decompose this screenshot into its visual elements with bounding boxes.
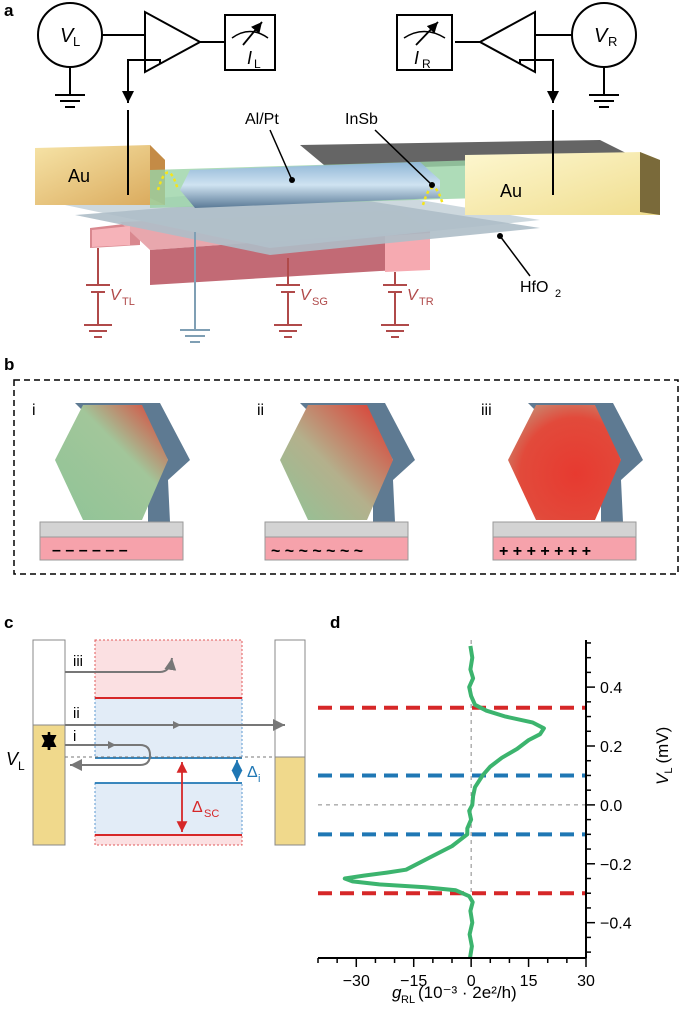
left-au-contact: Au [35, 145, 165, 205]
x-tick-label: 0 [467, 973, 476, 990]
x-axis-label: g RL (10⁻³ · 2e²/h) [392, 983, 517, 1006]
y-tick-label: −0.2 [600, 857, 632, 874]
svg-text:TR: TR [419, 296, 434, 308]
svg-text:g: g [392, 983, 402, 1002]
x-tick-label: −30 [343, 973, 370, 990]
y-axis-label-vertical: VL(mV) [653, 727, 675, 785]
svg-text:V: V [6, 749, 20, 769]
svg-text:Δ: Δ [192, 799, 203, 816]
svg-text:SC: SC [204, 808, 219, 820]
y-tick-label: −0.4 [600, 916, 632, 933]
vtl-source [84, 248, 112, 338]
svg-text:TL: TL [122, 296, 135, 308]
svg-text:(10⁻³ · 2e²/h): (10⁻³ · 2e²/h) [418, 983, 517, 1002]
x-tick-label: 30 [577, 973, 595, 990]
svg-text:L: L [254, 57, 261, 71]
svg-text:R: R [608, 34, 617, 49]
left-voltage-source: V L [37, 2, 103, 68]
svg-text:Au: Au [68, 166, 90, 186]
right-voltage-source: V R [571, 2, 637, 68]
panel-a: a V L I L V R [4, 1, 660, 343]
svg-text:I: I [414, 48, 419, 68]
right-ammeter: I R [396, 14, 453, 71]
svg-text:i: i [32, 402, 36, 419]
right-amplifier [477, 10, 536, 74]
panel-a-letter: a [4, 1, 14, 20]
svg-text:Au: Au [500, 181, 522, 201]
svg-text:VL(mV): VL(mV) [653, 727, 675, 785]
y-tick-label: 0.0 [600, 798, 622, 815]
panel-b-frame [13, 379, 679, 575]
panel-d: d −30 −15 0 15 30 −0.4 −0.2 0.0 0.2 0.4 g RL (10⁻… [317, 613, 675, 1006]
insb-label: InSb [345, 111, 378, 128]
panel-b: b i – – – – – – ii ~ ~ ~ ~ ~ ~ ~ iii [4, 355, 679, 575]
cross-section-i: i – – – – – – [32, 402, 190, 561]
svg-text:iii: iii [73, 653, 83, 670]
svg-text:ii: ii [73, 705, 80, 722]
svg-text:i: i [258, 773, 260, 785]
svg-text:RL: RL [401, 994, 415, 1006]
x-tick-label: 15 [520, 973, 538, 990]
svg-text:L: L [18, 759, 25, 773]
panel-b-letter: b [4, 355, 14, 374]
insb-nanowire [150, 160, 480, 208]
path-i [65, 744, 152, 771]
y-tick-label: 0.4 [600, 680, 622, 697]
right-au-contact: Au [465, 152, 660, 215]
svg-text:SG: SG [312, 296, 328, 308]
svg-text:HfO: HfO [520, 279, 548, 296]
svg-text:I: I [247, 48, 252, 68]
delta-i-label: Δ i [247, 764, 260, 785]
y-tick-label: 0.2 [600, 739, 622, 756]
svg-text:L: L [73, 34, 80, 49]
svg-text:ii: ii [257, 402, 264, 419]
path-iii [65, 657, 177, 673]
svg-text:V: V [407, 287, 419, 304]
cross-section-iii: iii + + + + + + + [481, 402, 643, 561]
svg-text:Δ: Δ [247, 764, 258, 781]
delta-sc-label: Δ SC [192, 799, 219, 820]
series-line-0 [342, 645, 546, 959]
x-tick-label: −15 [400, 973, 427, 990]
svg-text:+ + + + + + +: + + + + + + + [499, 543, 591, 560]
backgate-ground [180, 232, 210, 343]
al-pt-label: Al/Pt [245, 111, 279, 128]
svg-text:V: V [300, 287, 312, 304]
svg-text:~ ~ ~ ~ ~ ~ ~: ~ ~ ~ ~ ~ ~ ~ [271, 543, 363, 560]
panel-c: c iii ii i V L [4, 613, 306, 846]
svg-text:V: V [110, 287, 122, 304]
svg-text:R: R [422, 57, 431, 71]
left-amplifier [144, 10, 203, 74]
left-ammeter: I L [224, 14, 276, 71]
svg-text:V: V [594, 25, 609, 47]
vl-label-c: V L [6, 749, 25, 773]
svg-text:2: 2 [555, 288, 561, 300]
right-lead-filled [274, 756, 306, 846]
svg-text:i: i [73, 728, 76, 745]
svg-text:– – – – – –: – – – – – – [52, 542, 128, 559]
cross-section-ii: ii ~ ~ ~ ~ ~ ~ ~ [257, 402, 415, 561]
conductance-chart: −30 −15 0 15 30 −0.4 −0.2 0.0 0.2 0.4 [317, 640, 632, 990]
vsg-source [274, 258, 302, 338]
svg-text:iii: iii [481, 402, 492, 419]
hfo2-label: HfO 2 [520, 279, 561, 300]
vtr-source [381, 272, 409, 338]
svg-text:V: V [60, 25, 75, 47]
panel-c-letter: c [4, 613, 13, 632]
panel-d-letter: d [330, 613, 340, 632]
